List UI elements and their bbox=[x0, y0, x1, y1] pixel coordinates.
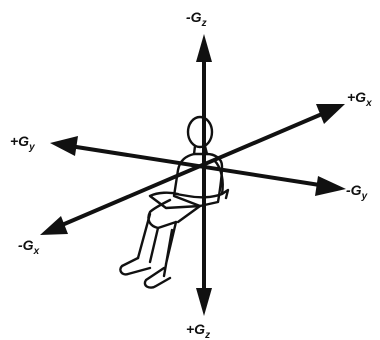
x-axis-line bbox=[62, 114, 322, 225]
x-axis bbox=[40, 104, 345, 235]
pos-gx-arrowhead bbox=[316, 104, 345, 124]
figure-head bbox=[188, 117, 212, 147]
z-axis bbox=[196, 34, 212, 316]
label-neg-gz: -Gz bbox=[186, 9, 207, 29]
neg-gz-arrowhead bbox=[196, 34, 212, 62]
neg-gy-arrowhead bbox=[315, 176, 346, 196]
pos-gy-arrowhead bbox=[50, 136, 78, 156]
label-neg-gx: -Gx bbox=[18, 237, 40, 257]
y-axis bbox=[50, 136, 346, 196]
seated-person-figure bbox=[120, 117, 228, 288]
y-axis-line bbox=[70, 146, 326, 186]
neg-gx-arrowhead bbox=[40, 216, 68, 235]
label-pos-gx: +Gx bbox=[347, 89, 372, 109]
figure-feet bbox=[120, 258, 170, 288]
label-neg-gy: -Gy bbox=[346, 182, 368, 202]
pos-gz-arrowhead bbox=[196, 288, 212, 316]
label-pos-gy: +Gy bbox=[10, 133, 35, 153]
label-pos-gz: +Gz bbox=[186, 321, 210, 340]
